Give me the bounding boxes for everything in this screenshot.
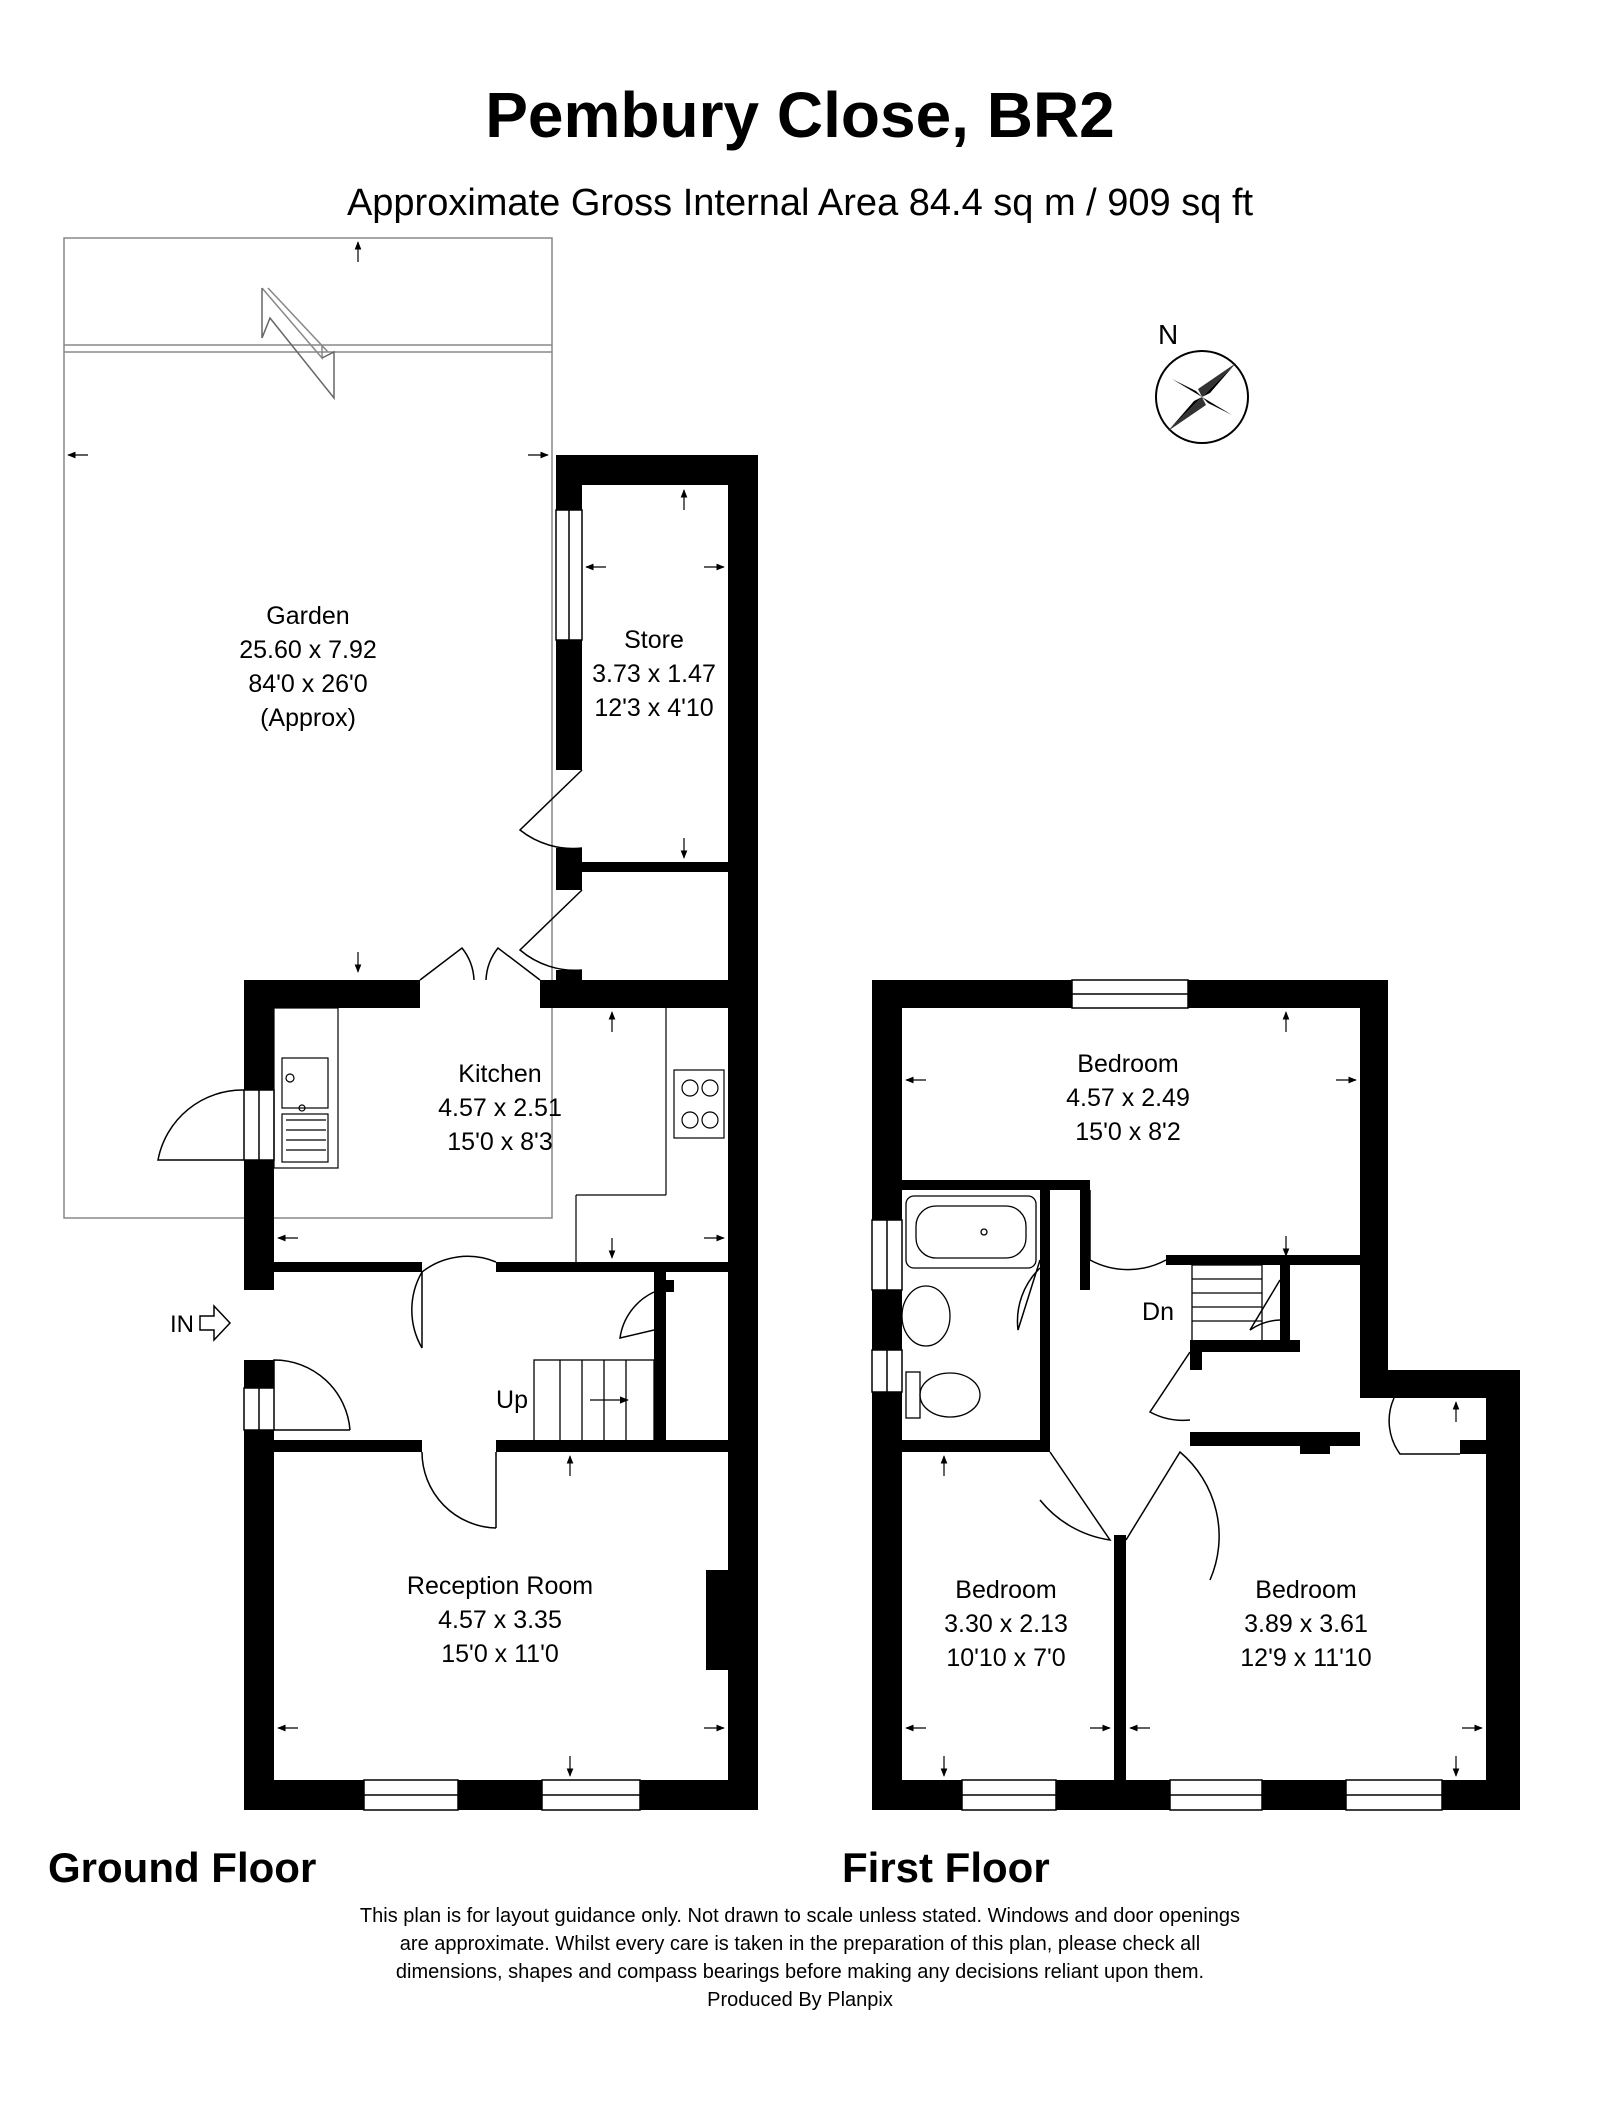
first-floor-windows (871, 979, 1443, 1811)
bedroom-top-imperial: 15'0 x 8'2 (1075, 1118, 1180, 1146)
first-floor-stairs (1191, 1264, 1263, 1346)
room-label-bedroom-right: Bedroom 3.89 x 3.61 12'9 x 11'10 (1240, 1576, 1371, 1672)
room-label-kitchen: Kitchen 4.57 x 2.51 15'0 x 8'3 (438, 1060, 562, 1156)
ground-floor-label: Ground Floor (48, 1844, 317, 1891)
reception-metric: 4.57 x 3.35 (438, 1606, 562, 1634)
first-floor-doors (1016, 1190, 1460, 1581)
bedroom-top-name: Bedroom (1077, 1050, 1178, 1078)
room-label-store: Store 3.73 x 1.47 12'3 x 4'10 (592, 626, 716, 722)
disclaimer-line-1: This plan is for layout guidance only. N… (359, 1905, 1241, 1927)
plan-title: Pembury Close, BR2 (485, 79, 1115, 151)
compass-icon (1155, 350, 1249, 444)
kitchen-fittings (273, 1007, 725, 1262)
first-floor-label: First Floor (842, 1844, 1050, 1891)
garden-note: (Approx) (260, 704, 356, 732)
bedroom-top-metric: 4.57 x 2.49 (1066, 1084, 1190, 1112)
ground-floor-windows (243, 509, 641, 1811)
reception-imperial: 15'0 x 11'0 (441, 1640, 559, 1668)
bedroom-right-imperial: 12'9 x 11'10 (1240, 1644, 1371, 1672)
disclaimer: This plan is for layout guidance only. N… (200, 1902, 1400, 2014)
bedroom-left-name: Bedroom (955, 1576, 1056, 1604)
bathroom-fittings (901, 1195, 1037, 1419)
kitchen-name: Kitchen (458, 1060, 541, 1088)
first-floor-walls (872, 980, 1520, 1810)
bedroom-right-metric: 3.89 x 3.61 (1244, 1610, 1368, 1638)
ground-floor-walls (244, 455, 758, 1810)
garden-name: Garden (266, 602, 349, 630)
disclaimer-line-4: Produced By Planpix (707, 1989, 893, 2011)
room-label-bedroom-top: Bedroom 4.57 x 2.49 15'0 x 8'2 (1066, 1050, 1190, 1146)
kitchen-metric: 4.57 x 2.51 (438, 1094, 562, 1122)
room-label-garden: Garden 25.60 x 7.92 84'0 x 26'0 (Approx) (239, 602, 377, 732)
entrance-label: IN (170, 1311, 194, 1338)
compass-north-label: N (1158, 319, 1178, 350)
disclaimer-line-2: are approximate. Whilst every care is ta… (399, 1933, 1201, 1955)
store-metric: 3.73 x 1.47 (592, 660, 716, 688)
store-name: Store (624, 626, 684, 654)
reception-name: Reception Room (407, 1572, 593, 1600)
entrance-arrow-icon (199, 1304, 232, 1342)
ground-floor-stairs (533, 1359, 655, 1443)
store-imperial: 12'3 x 4'10 (594, 694, 713, 722)
garden-area (63, 237, 553, 1219)
ground-floor-dimension-arrows (277, 489, 725, 1777)
room-label-bedroom-left: Bedroom 3.30 x 2.13 10'10 x 7'0 (944, 1576, 1068, 1672)
gross-area-subtitle: Approximate Gross Internal Area 84.4 sq … (346, 182, 1254, 224)
garden-imperial: 84'0 x 26'0 (248, 670, 367, 698)
disclaimer-line-3: dimensions, shapes and compass bearings … (395, 1961, 1205, 1983)
bedroom-left-metric: 3.30 x 2.13 (944, 1610, 1068, 1638)
ground-floor-doors (157, 769, 655, 1529)
first-stairs-label: Dn (1142, 1298, 1174, 1326)
garden-dimension-arrows (67, 241, 549, 459)
bedroom-left-imperial: 10'10 x 7'0 (946, 1644, 1065, 1672)
ground-stairs-label: Up (496, 1386, 528, 1414)
bedroom-right-name: Bedroom (1255, 1576, 1356, 1604)
kitchen-imperial: 15'0 x 8'3 (447, 1128, 552, 1156)
first-floor-dimension-arrows (905, 1011, 1483, 1777)
room-label-reception: Reception Room 4.57 x 3.35 15'0 x 11'0 (407, 1572, 593, 1668)
garden-metric: 25.60 x 7.92 (239, 636, 377, 664)
